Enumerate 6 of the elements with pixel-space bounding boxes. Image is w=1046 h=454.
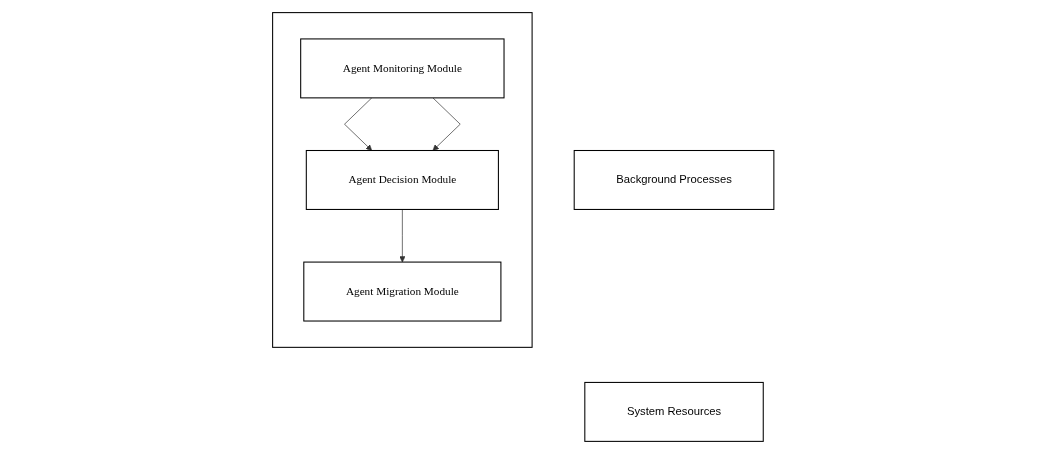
node-box: System Resources (584, 381, 764, 442)
node-box: Background Processes (573, 149, 775, 210)
node-box: Agent Migration Module (303, 261, 502, 322)
node-box: Agent Monitoring Module (299, 38, 505, 99)
cluster (271, 12, 533, 348)
node-box: Agent Decision Module (305, 149, 499, 210)
